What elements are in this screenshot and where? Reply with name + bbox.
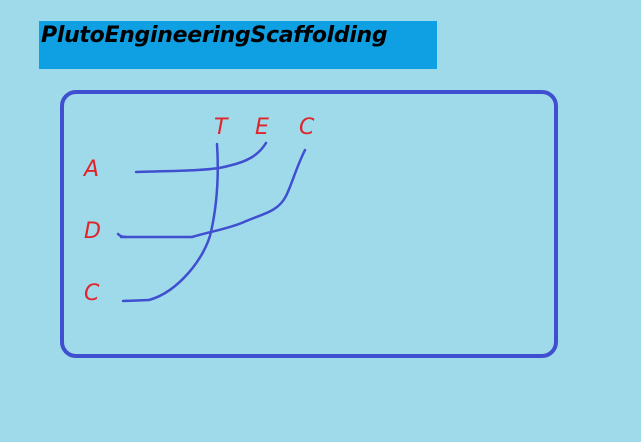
wire-e xyxy=(134,141,268,174)
left-label-a: A xyxy=(82,157,99,182)
diagram-frame xyxy=(60,90,558,358)
top-label-c: C xyxy=(299,115,315,140)
top-label-t: T xyxy=(214,115,229,140)
wire-t xyxy=(121,142,219,303)
left-label-d: D xyxy=(84,219,101,244)
wire-d-tail xyxy=(116,232,128,239)
wire-c xyxy=(119,148,307,239)
title-banner: PlutoEngineeringScaffolding xyxy=(39,21,437,69)
page-title: PlutoEngineeringScaffolding xyxy=(41,23,388,48)
top-label-e: E xyxy=(255,115,269,140)
left-label-c: C xyxy=(84,281,100,306)
